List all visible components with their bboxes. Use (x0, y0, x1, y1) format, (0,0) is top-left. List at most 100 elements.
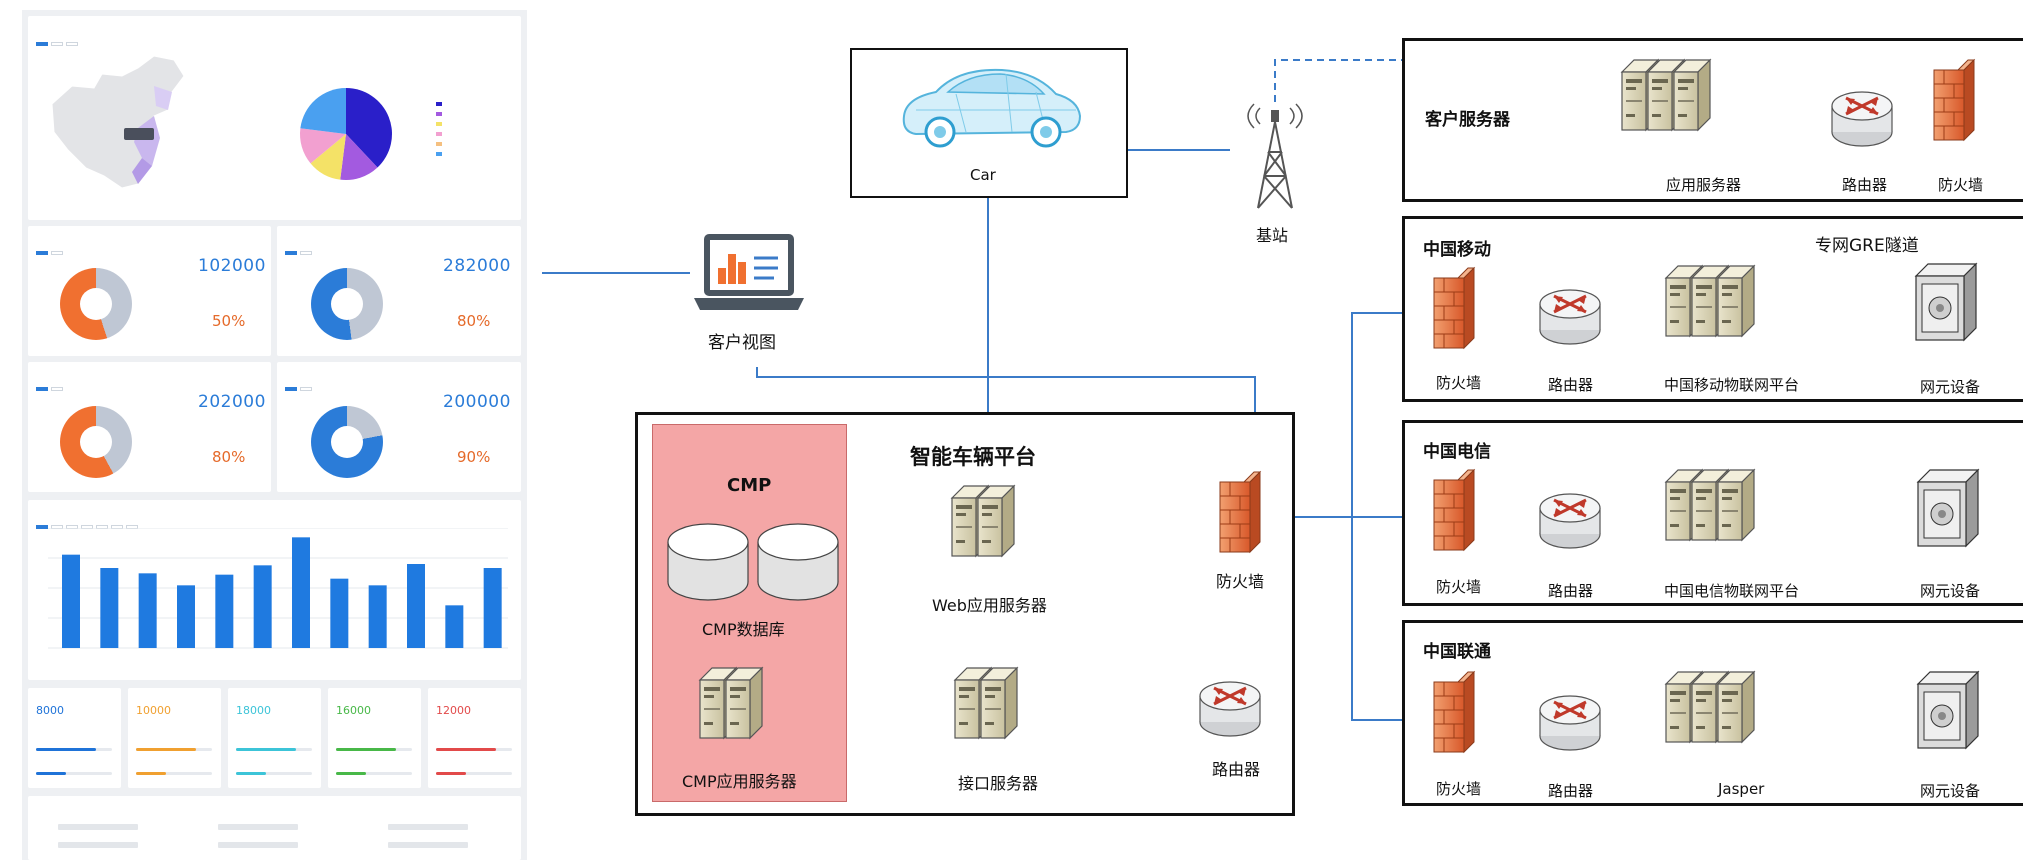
car-label: Car (970, 166, 996, 184)
telecom-router-icon (1538, 492, 1602, 550)
stat-card-3: 18000 (228, 688, 321, 788)
stat-bar-fill (436, 748, 496, 751)
stat-bar-fill (236, 772, 266, 775)
kpi-1-value: 102000 (198, 256, 266, 276)
stat-card-value: 16000 (336, 704, 371, 717)
gre-tunnel-label: 专网GRE隧道 (1815, 236, 1919, 256)
mobile-platform-server-icon (1666, 266, 1766, 346)
bar-10 (407, 564, 425, 648)
kpi-panel-3: 202000 80% (28, 362, 271, 492)
stat-bar-track (436, 772, 512, 775)
donut-4 (311, 406, 383, 478)
map-tab-1[interactable] (36, 42, 48, 46)
stat-card-2: 10000 (128, 688, 221, 788)
customer-firewall-label: 防火墙 (1938, 176, 1984, 194)
web-server-label: Web应用服务器 (932, 596, 1047, 615)
car-icon (902, 68, 1082, 148)
telecom-ne-label: 网元设备 (1920, 582, 1981, 600)
kpi-2-pct: 80% (457, 312, 491, 330)
stat-bar-fill (236, 748, 296, 751)
list-panel (28, 796, 521, 860)
stat-card-4: 16000 (328, 688, 421, 788)
stat-bar-fill (36, 772, 66, 775)
donut-2 (311, 268, 383, 340)
unicom-ne-label: 网元设备 (1920, 782, 1981, 800)
pie-chart (300, 88, 392, 180)
map-tab-3[interactable] (66, 42, 78, 46)
stat-card-value: 18000 (236, 704, 271, 717)
stat-bar-fill (136, 748, 196, 751)
unicom-platform-label: Jasper (1718, 780, 1765, 798)
telecom-router-label: 路由器 (1548, 582, 1594, 600)
pie-legend (436, 102, 442, 156)
unicom-router-icon (1538, 694, 1602, 752)
donut-3 (60, 406, 132, 478)
bar-2 (100, 568, 119, 648)
bar-chart-panel (28, 500, 521, 680)
customer-app-server-label: 应用服务器 (1666, 176, 1742, 194)
map-tabs (36, 31, 81, 50)
cmp-app-server-icon (700, 668, 790, 748)
mobile-title: 中国移动 (1423, 240, 1491, 260)
unicom-firewall-icon (1433, 671, 1475, 753)
bar-3 (138, 573, 157, 648)
customer-firewall-icon (1933, 59, 1975, 141)
kpi-1-pct: 50% (212, 312, 246, 330)
kpi-panel-4: 200000 90% (277, 362, 521, 492)
cmp-database-icon-1 (667, 523, 749, 601)
stat-card-value: 12000 (436, 704, 471, 717)
china-map (51, 55, 185, 189)
kpi-2-value: 282000 (443, 256, 511, 276)
cmp-title: CMP (727, 475, 772, 496)
mobile-platform-label: 中国移动物联网平台 (1664, 376, 1800, 394)
kpi-panel-1: 102000 50% (28, 226, 271, 356)
stat-card-5: 12000 (428, 688, 521, 788)
platform-firewall-icon (1219, 471, 1261, 553)
bar-5 (215, 574, 234, 648)
bar-chart (48, 528, 508, 649)
kpi-3-pct: 80% (212, 448, 246, 466)
stat-bar-fill (436, 772, 466, 775)
map-panel (28, 16, 521, 220)
pie-slice-3 (310, 134, 346, 180)
stat-card-1: 8000 (28, 688, 121, 788)
cmp-database-icon-2 (757, 523, 839, 601)
mobile-ne-label: 网元设备 (1920, 378, 1981, 396)
customer-server-box: 客户服务器 (1402, 38, 2023, 202)
api-server-icon (955, 668, 1045, 748)
cmp-app-label: CMP应用服务器 (682, 772, 797, 791)
kpi-3-value: 202000 (198, 392, 266, 412)
unicom-title: 中国联通 (1423, 642, 1491, 662)
platform-firewall-label: 防火墙 (1216, 572, 1265, 591)
stat-bar-track (36, 772, 112, 775)
telecom-firewall-icon (1433, 469, 1475, 551)
customer-app-server-icon (1622, 60, 1722, 140)
unicom-router-label: 路由器 (1548, 782, 1594, 800)
telecom-platform-label: 中国电信物联网平台 (1664, 582, 1800, 600)
telecom-ne-icon (1917, 469, 1979, 547)
kpi-4-pct: 90% (457, 448, 491, 466)
platform-router-icon (1198, 680, 1262, 738)
telecom-firewall-label: 防火墙 (1436, 578, 1482, 596)
car-box: Car (850, 48, 1128, 198)
base-station-tower-icon (1247, 103, 1303, 209)
dashboard-screenshot: 102000 50% 282000 80% 202000 80% 200000 … (22, 10, 527, 860)
platform-title: 智能车辆平台 (910, 445, 1036, 469)
stat-bar-fill (136, 772, 166, 775)
bar-4 (177, 585, 195, 648)
stat-bar-fill (36, 748, 96, 751)
stat-bar-track (136, 772, 212, 775)
bar-1 (62, 554, 80, 648)
stat-bar-track (336, 772, 412, 775)
bar-8 (330, 578, 349, 648)
unicom-firewall-label: 防火墙 (1436, 780, 1482, 798)
laptop-chart-icon (694, 234, 804, 310)
stat-bar-track (236, 772, 312, 775)
customer-server-title: 客户服务器 (1425, 110, 1510, 130)
map-tab-2[interactable] (51, 42, 63, 46)
pie-slice-4 (300, 128, 346, 164)
bar-6 (253, 565, 272, 648)
kpi-panel-2: 282000 80% (277, 226, 521, 356)
mobile-ne-icon (1915, 263, 1977, 341)
